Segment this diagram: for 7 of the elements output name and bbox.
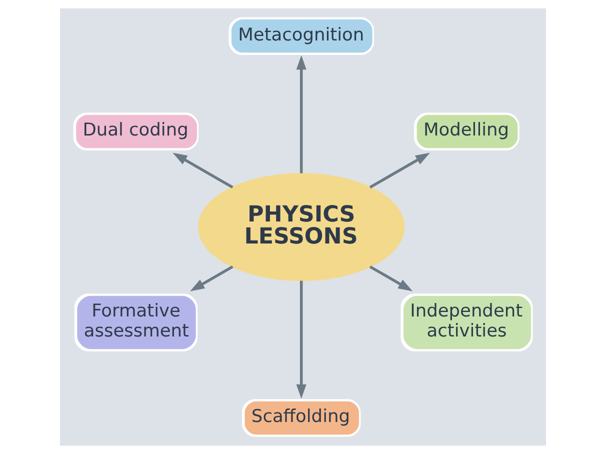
arrow bbox=[368, 265, 412, 292]
arrow bbox=[368, 152, 430, 189]
arrow bbox=[296, 55, 306, 174]
arrow bbox=[296, 280, 306, 399]
arrow bbox=[172, 152, 233, 189]
arrow bbox=[190, 265, 233, 292]
node-ellipse: PHYSICS LESSONS bbox=[197, 173, 404, 281]
